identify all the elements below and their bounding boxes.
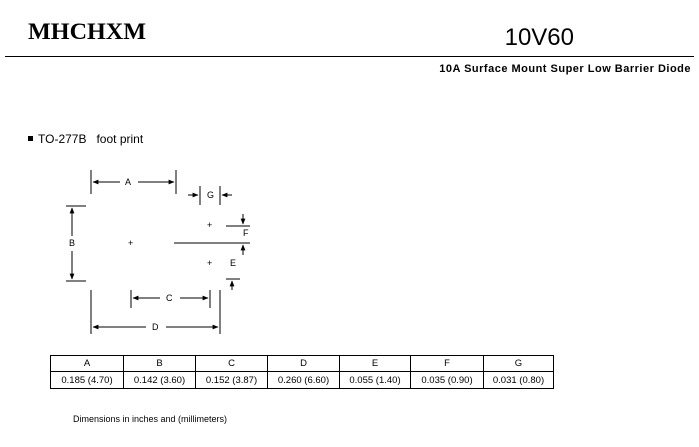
bullet-icon [28, 136, 33, 142]
part-number: 10V60 [504, 24, 574, 51]
table-header-row: A B C D E F G [50, 355, 554, 372]
section-title: TO-277B foot print [38, 132, 144, 146]
table-cell: 0.185 (4.70) [50, 371, 124, 389]
table-cell: 0.035 (0.90) [410, 371, 484, 389]
table-cell: 0.031 (0.80) [483, 371, 554, 389]
dim-label-e: E [230, 258, 236, 268]
table-header-cell: D [267, 355, 340, 372]
dimensions-note: Dimensions in inches and (millimeters) [73, 414, 228, 424]
table-cell: 0.152 (3.87) [195, 371, 268, 389]
table-header-cell: A [50, 355, 124, 372]
table-cell: 0.142 (3.60) [123, 371, 196, 389]
table-header-cell: C [195, 355, 268, 372]
table-header-cell: F [410, 355, 484, 372]
dim-label-c: C [166, 293, 173, 303]
dim-label-b: B [69, 238, 75, 248]
dim-label-d: D [152, 322, 159, 332]
dim-label-a: A [125, 177, 131, 187]
dim-label-g: G [207, 190, 214, 200]
section-heading: TO-277B foot print [28, 132, 143, 146]
pad-center-plus-bottom: + [207, 258, 212, 268]
header-divider [5, 56, 694, 57]
table-header-cell: B [123, 355, 196, 372]
table-cell: 0.055 (1.40) [339, 371, 411, 389]
table-header-cell: E [339, 355, 411, 372]
dimensions-table: A B C D E F G 0.185 (4.70) 0.142 (3.60) … [50, 355, 554, 389]
table-header-cell: G [483, 355, 554, 372]
table-cell: 0.260 (6.60) [267, 371, 340, 389]
pad-center-plus-top: + [207, 220, 212, 230]
table-row: 0.185 (4.70) 0.142 (3.60) 0.152 (3.87) 0… [50, 371, 554, 389]
product-subtitle: 10A Surface Mount Super Low Barrier Diod… [439, 63, 691, 75]
brand-logo: MHCHXM [28, 19, 147, 44]
dim-label-f: F [243, 228, 249, 238]
pad-center-plus-left: + [128, 238, 133, 248]
